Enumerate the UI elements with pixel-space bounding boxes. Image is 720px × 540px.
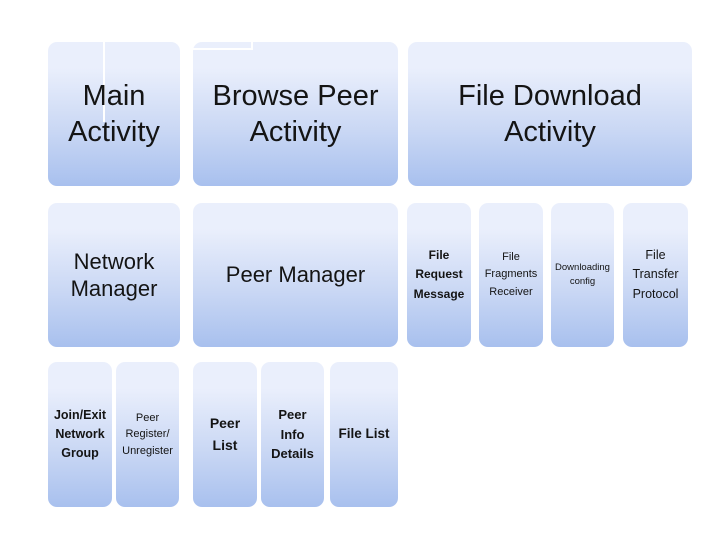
node-label: File Transfer Protocol: [632, 247, 679, 301]
node-browse-peer-activity: Browse Peer Activity: [193, 42, 398, 186]
connector-line-vertical: [251, 42, 253, 50]
node-label: Join/Exit Network Group: [53, 408, 107, 460]
node-file-download-activity: File Download Activity: [408, 42, 692, 186]
node-label: Peer Info Details: [271, 407, 314, 462]
node-label: Peer Manager: [225, 262, 366, 288]
node-file-transfer-protocol: File Transfer Protocol: [623, 203, 688, 347]
node-label: Peer List: [209, 414, 241, 453]
node-peer-manager: Peer Manager: [193, 203, 398, 347]
node-label: File List: [338, 426, 390, 442]
node-peer-list: Peer List: [193, 362, 257, 507]
node-label: Browse Peer Activity: [212, 79, 379, 148]
node-label: Main Activity: [68, 79, 160, 148]
connector-line-horizontal: [193, 48, 253, 50]
node-downloading-config: Downloading config: [551, 203, 614, 347]
node-peer-info-details: Peer Info Details: [261, 362, 324, 507]
node-network-manager: Network Manager: [48, 203, 180, 347]
node-label: Peer Register/ Unregister: [122, 411, 173, 457]
connector-line-vertical: [103, 42, 105, 122]
node-label: File Download Activity: [458, 79, 642, 148]
node-file-list: File List: [330, 362, 398, 507]
node-label: File Request Message: [413, 248, 465, 301]
node-label: Network Manager: [70, 248, 158, 302]
node-file-fragments-receiver: File Fragments Receiver: [479, 203, 543, 347]
node-join-exit-network-group: Join/Exit Network Group: [48, 362, 112, 507]
node-main-activity: Main Activity: [48, 42, 180, 186]
node-label: File Fragments Receiver: [484, 251, 538, 298]
node-label: Downloading config: [555, 261, 610, 287]
node-peer-register-unregister: Peer Register/ Unregister: [116, 362, 179, 507]
node-file-request-message: File Request Message: [407, 203, 471, 347]
